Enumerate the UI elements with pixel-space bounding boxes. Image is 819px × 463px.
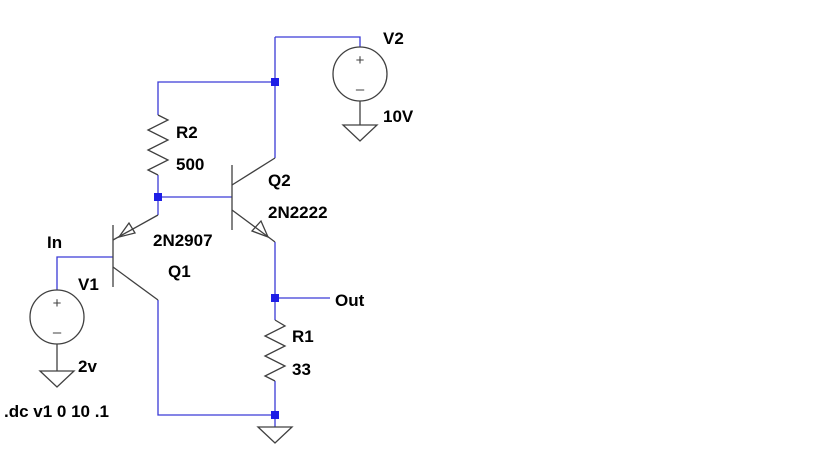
r2-name-label: R2 [176, 123, 198, 142]
wire-q1-collector [157, 300, 275, 416]
junction-dot [154, 193, 162, 201]
q1-model-label: 2N2907 [153, 231, 213, 250]
voltage-source-v1[interactable]: + – [29, 289, 85, 388]
transistor-q1[interactable] [112, 214, 159, 301]
q1-emitter-arrow-icon [117, 221, 137, 239]
labels: V2 10V R2 500 Q2 2N2222 2N2907 Q1 In V1 … [4, 29, 414, 421]
resistor-r2[interactable] [146, 114, 170, 176]
r2-value-label: 500 [176, 155, 204, 174]
v2-plus-sign: + [356, 52, 365, 69]
v2-minus-sign: – [356, 81, 365, 98]
v1-minus-sign: – [53, 324, 62, 341]
resistor-r1[interactable] [263, 319, 287, 382]
wire-v2-top [275, 36, 361, 47]
q1-name-label: Q1 [168, 262, 191, 281]
ground-bottom [256, 426, 294, 444]
output-net-label: Out [335, 291, 365, 310]
q1-collector-lead [112, 266, 159, 301]
junctions [154, 78, 279, 419]
r2-zigzag [146, 114, 170, 176]
junction-dot [271, 294, 279, 302]
junction-dot [271, 411, 279, 419]
ground-icon [256, 426, 294, 444]
wire-r2-top [157, 81, 275, 115]
r1-name-label: R1 [292, 327, 314, 346]
r1-zigzag [263, 319, 287, 382]
voltage-source-v2[interactable]: + – [332, 46, 388, 142]
r1-value-label: 33 [292, 360, 311, 379]
q2-emitter-arrow-icon [250, 219, 270, 239]
v1-value-label: 2v [78, 357, 97, 376]
input-net-label: In [47, 233, 62, 252]
junction-dot [271, 78, 279, 86]
q2-model-label: 2N2222 [268, 203, 328, 222]
wire-input [56, 256, 113, 290]
ground-icon [341, 124, 379, 142]
spice-directive: .dc v1 0 10 .1 [4, 402, 109, 421]
v2-value-label: 10V [383, 107, 414, 126]
q2-collector-lead [231, 157, 276, 186]
v1-name-label: V1 [78, 275, 99, 294]
ground-icon [38, 370, 76, 388]
v1-plus-sign: + [53, 295, 62, 312]
wires [56, 36, 361, 427]
v2-name-label: V2 [383, 29, 404, 48]
q2-name-label: Q2 [268, 171, 291, 190]
transistor-q2[interactable] [231, 157, 276, 243]
